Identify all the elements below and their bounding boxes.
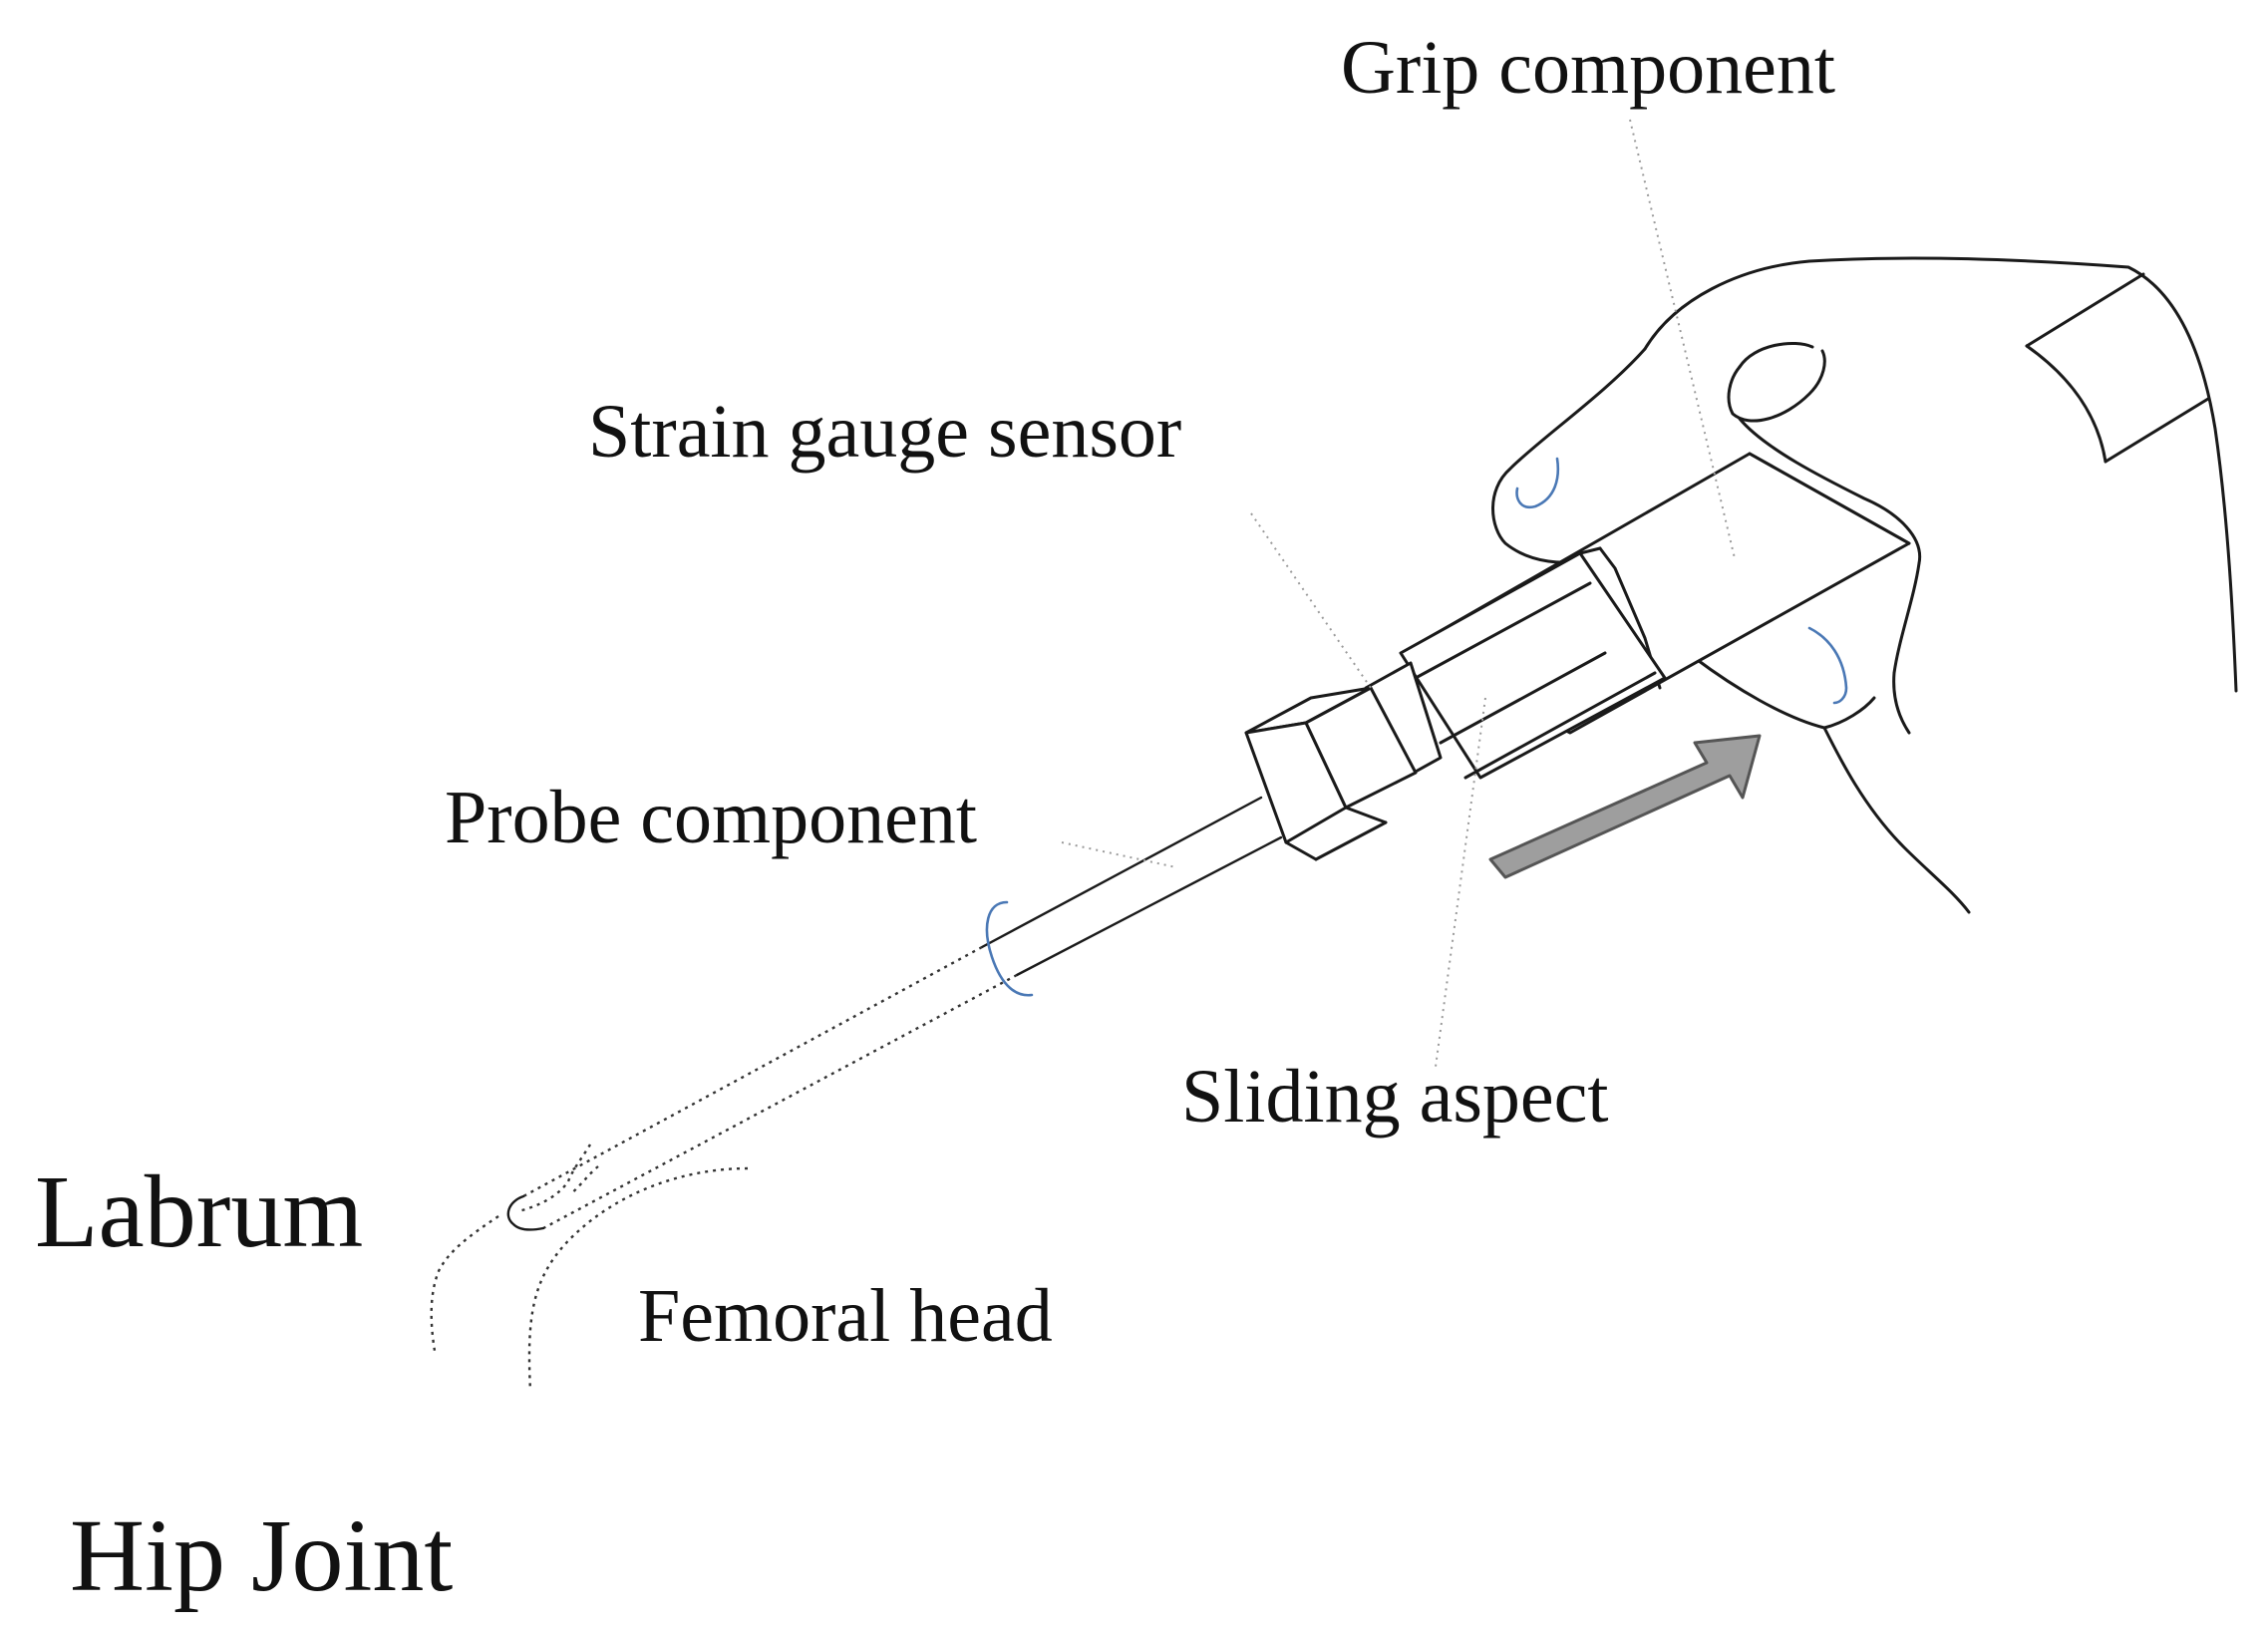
probe-component-label: Probe component [445, 776, 977, 859]
probe-shaft [506, 796, 1283, 1231]
hip-joint-label: Hip Joint [70, 1498, 453, 1613]
grip-component-label: Grip component [1341, 26, 1835, 110]
hip-anatomy [430, 1144, 749, 1392]
strain-gauge-sensor-label: Strain gauge sensor [588, 390, 1181, 474]
femoral-head-label: Femoral head [638, 1274, 1053, 1358]
grip-cylinder [1364, 452, 1911, 785]
sliding-aspect-label: Sliding aspect [1181, 1055, 1609, 1139]
labrum-label: Labrum [35, 1154, 363, 1269]
hand-drawing [1491, 256, 2238, 914]
strain-gauge-sensor-block [1244, 686, 1418, 861]
pull-arrow [1488, 734, 1762, 879]
leader-lines [1061, 119, 1736, 1068]
